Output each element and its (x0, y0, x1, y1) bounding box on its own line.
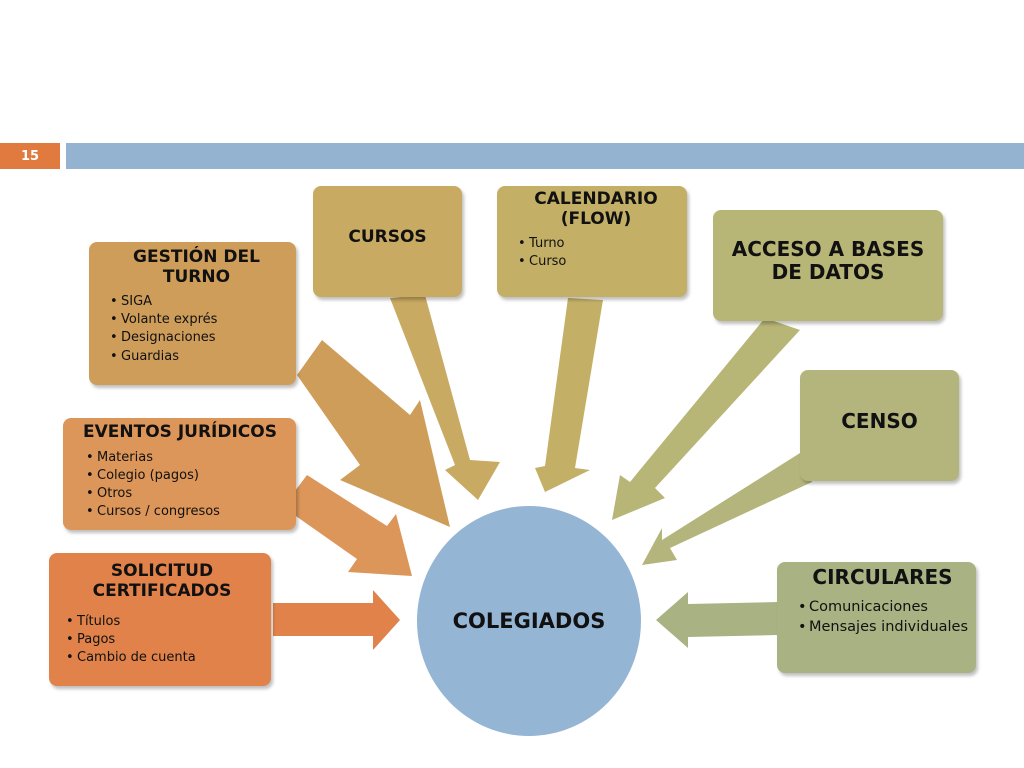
arrow-acceso (612, 318, 800, 520)
solicitud-list: Títulos Pagos Cambio de cuenta (63, 613, 261, 668)
calendario-flow-box: CALENDARIO (FLOW) Turno Curso (497, 186, 687, 297)
list-item: Guardias (110, 348, 286, 366)
list-item: Volante exprés (110, 311, 286, 329)
eventos-juridicos-box: EVENTOS JURÍDICOS Materias Colegio (pago… (63, 418, 296, 530)
gestion-list: SIGA Volante exprés Designaciones Guardi… (107, 293, 286, 366)
arrow-calendario (535, 298, 603, 492)
gestion-title: GESTIÓN DEL TURNO (133, 247, 260, 287)
solicitud-title: SOLICITUD CERTIFICADOS (92, 561, 232, 601)
list-item: Colegio (pagos) (86, 467, 288, 485)
arrow-censo (642, 453, 812, 565)
list-item: Pagos (66, 631, 261, 649)
acceso-title: ACCESO A BASES DE DATOS (731, 237, 925, 284)
censo-title: CENSO (841, 409, 918, 433)
colegiados-center-circle: COLEGIADOS (417, 506, 641, 736)
list-item: Turno (518, 235, 677, 253)
list-item: Otros (86, 485, 288, 503)
list-item: Cursos / congresos (86, 503, 288, 521)
header-bar (66, 143, 1024, 169)
circulares-list: Comunicaciones Mensajes individuales (795, 597, 970, 638)
list-item: Designaciones (110, 329, 286, 347)
circulares-title: CIRCULARES (812, 565, 953, 589)
list-item: Cambio de cuenta (66, 649, 261, 667)
slide-number: 15 (0, 143, 60, 169)
list-item: Mensajes individuales (798, 617, 970, 638)
colegiados-label: COLEGIADOS (452, 609, 606, 633)
list-item: Curso (518, 253, 677, 271)
eventos-title: EVENTOS JURÍDICOS (83, 422, 277, 442)
gestion-turno-box: GESTIÓN DEL TURNO SIGA Volante exprés De… (89, 242, 296, 385)
censo-box: CENSO (800, 370, 959, 481)
solicitud-certificados-box: SOLICITUD CERTIFICADOS Títulos Pagos Cam… (49, 553, 271, 686)
eventos-list: Materias Colegio (pagos) Otros Cursos / … (83, 449, 288, 522)
acceso-bases-datos-box: ACCESO A BASES DE DATOS (713, 210, 943, 321)
list-item: Materias (86, 449, 288, 467)
list-item: SIGA (110, 293, 286, 311)
cursos-title: CURSOS (348, 227, 427, 247)
arrow-circulares (656, 592, 778, 648)
cursos-box: CURSOS (313, 186, 462, 297)
list-item: Títulos (66, 613, 261, 631)
list-item: Comunicaciones (798, 597, 970, 618)
circulares-box: CIRCULARES Comunicaciones Mensajes indiv… (777, 562, 976, 673)
arrow-solicitud (273, 590, 400, 650)
arrow-gestion (297, 340, 450, 527)
arrow-eventos (283, 475, 412, 576)
calendario-list: Turno Curso (515, 235, 677, 272)
calendario-title: CALENDARIO (FLOW) (534, 189, 658, 229)
arrow-cursos (390, 295, 500, 500)
